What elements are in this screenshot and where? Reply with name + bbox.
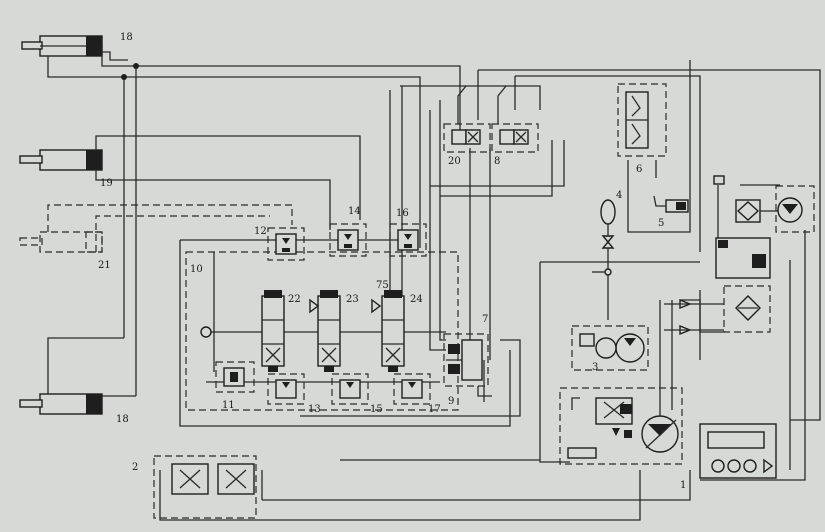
relief-valve-17 <box>393 373 431 405</box>
valve-23 <box>317 290 341 372</box>
valve-6 <box>617 83 667 157</box>
label-18b: 18 <box>116 414 129 425</box>
label-18a: 18 <box>120 32 133 43</box>
valve-24 <box>381 290 405 372</box>
label-21: 21 <box>98 260 111 271</box>
port-circle <box>200 326 212 338</box>
cooler-pump <box>713 175 815 233</box>
label-19: 19 <box>100 178 113 189</box>
cylinder-18-top <box>21 35 103 57</box>
label-20: 20 <box>448 156 461 167</box>
check-valve-24 <box>371 298 382 314</box>
label-12: 12 <box>254 226 267 237</box>
label-8: 8 <box>494 156 500 167</box>
label-75: 75 <box>376 280 389 291</box>
label-15: 15 <box>370 404 383 415</box>
check-valve-23 <box>309 298 320 314</box>
check-valves-right <box>664 298 724 336</box>
label-11: 11 <box>222 400 235 411</box>
boundary-2 <box>153 455 257 519</box>
label-10: 10 <box>190 264 203 275</box>
relief-valve-13 <box>267 373 305 405</box>
label-22: 22 <box>288 294 301 305</box>
label-5: 5 <box>658 218 664 229</box>
label-6: 6 <box>636 164 642 175</box>
valve-group-7 <box>443 333 492 397</box>
valve-8 <box>491 85 539 153</box>
cylinder-19 <box>19 149 103 171</box>
boundary-10 <box>185 251 459 411</box>
label-3: 3 <box>592 362 598 373</box>
relief-valve-12 <box>267 227 305 261</box>
relief-valve-16 <box>389 223 427 257</box>
label-24: 24 <box>410 294 423 305</box>
label-14: 14 <box>348 206 361 217</box>
label-4: 4 <box>616 190 622 201</box>
label-1: 1 <box>680 480 686 491</box>
pump-3 <box>571 325 649 371</box>
relief-valve-15 <box>331 373 369 405</box>
label-23: 23 <box>346 294 359 305</box>
pump-1 <box>559 387 683 465</box>
cylinder-21-dashed <box>19 231 103 253</box>
valve-22 <box>261 290 285 372</box>
valve-20 <box>443 85 491 153</box>
valve-11 <box>215 361 255 393</box>
accumulator-4 <box>600 199 616 276</box>
label-16: 16 <box>396 208 409 219</box>
cylinder-18-bottom <box>19 393 103 415</box>
label-7: 7 <box>482 314 488 325</box>
label-2: 2 <box>132 462 138 473</box>
label-17: 17 <box>428 404 441 415</box>
instrument-panel <box>699 423 777 479</box>
relief-valve-14 <box>329 223 367 257</box>
label-13: 13 <box>308 404 321 415</box>
label-9: 9 <box>448 396 454 407</box>
labels: 18 19 21 18 10 2 11 12 13 14 15 16 17 22… <box>98 32 686 491</box>
filter-unit <box>699 237 771 333</box>
component-5 <box>653 195 689 213</box>
pipe-network <box>47 42 821 521</box>
